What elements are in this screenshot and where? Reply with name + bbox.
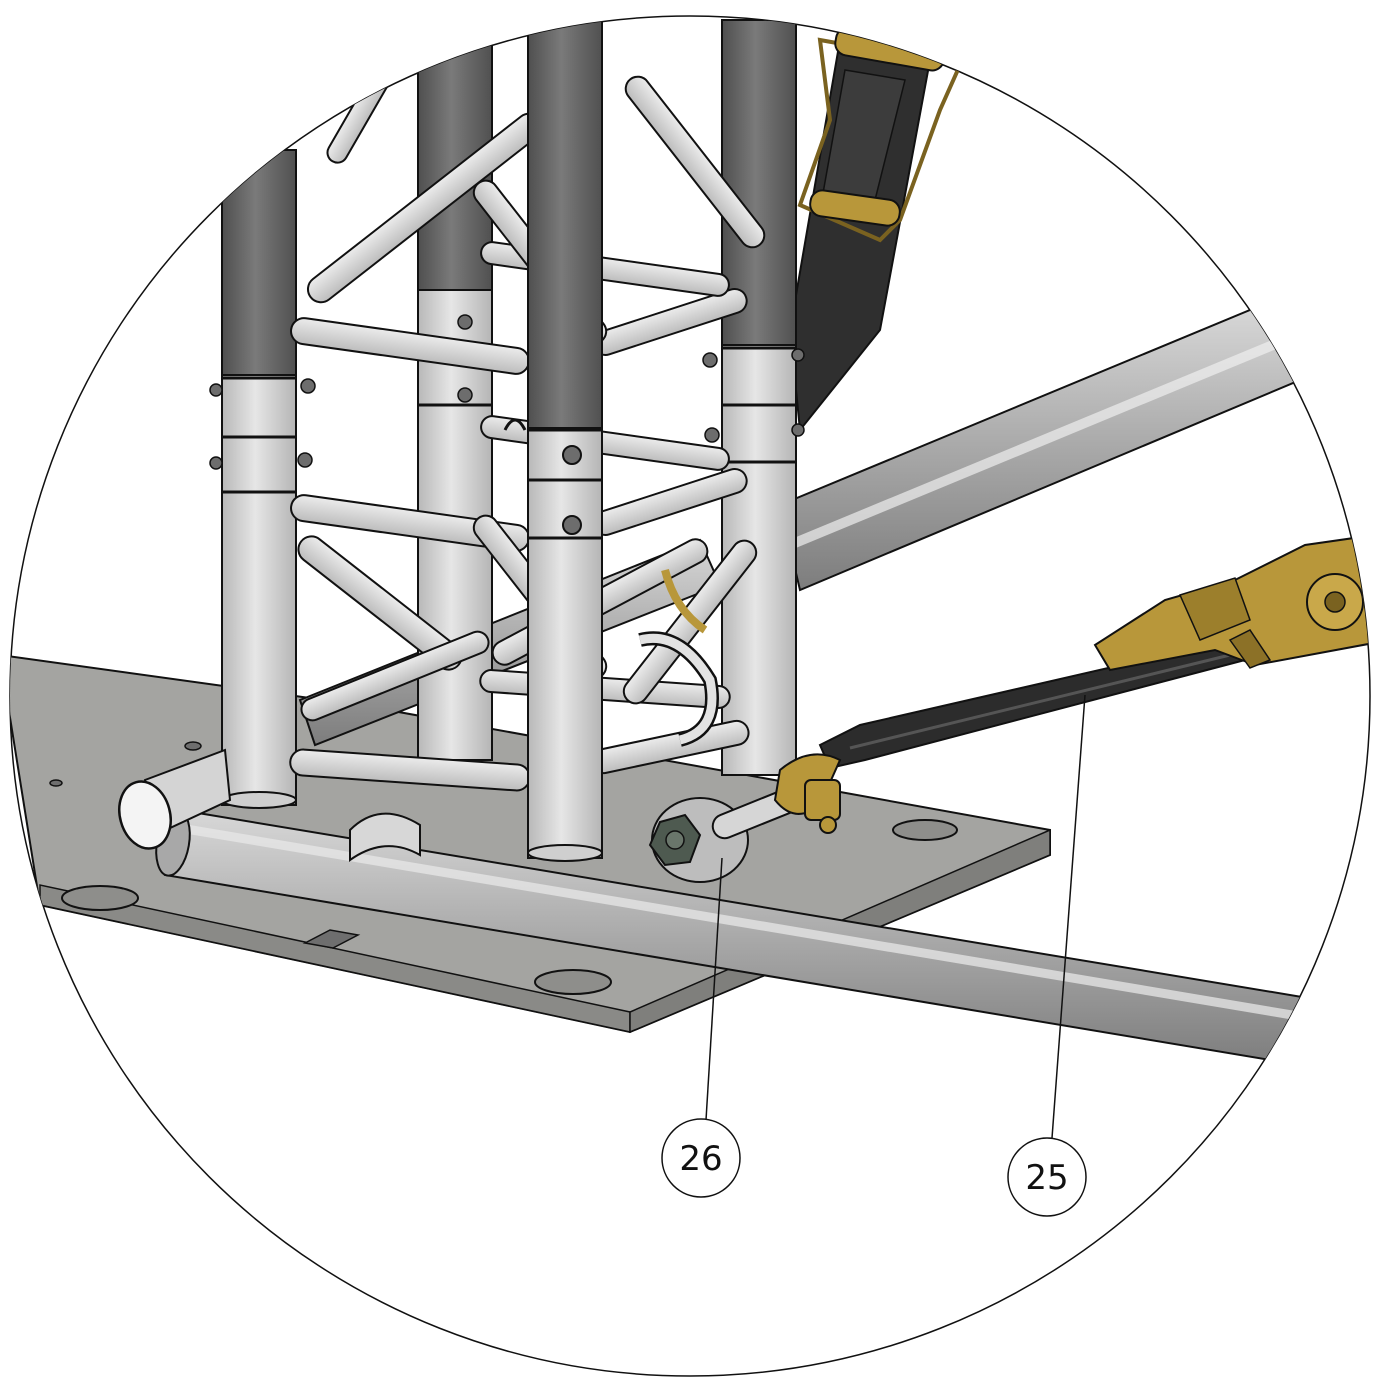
bolt-head — [791, 423, 805, 437]
callout-26: 26 — [661, 1118, 741, 1198]
bolt-head — [702, 352, 718, 368]
callout-26-label: 26 — [679, 1139, 722, 1179]
bolt-head — [704, 427, 720, 443]
callout-25-label: 25 — [1025, 1158, 1068, 1198]
leader-line-25 — [1051, 694, 1086, 1139]
bolt-head — [562, 515, 582, 535]
plate-hole — [61, 885, 139, 911]
plate-hole — [892, 819, 958, 841]
ratchet-strap-upper — [788, 26, 963, 433]
pipe-clamp — [349, 812, 421, 862]
ratchet-buckle-lower — [1093, 533, 1370, 672]
bolt-head — [209, 456, 223, 470]
shackle — [638, 568, 719, 747]
bolt-head — [297, 452, 313, 468]
leader-line-26 — [705, 857, 723, 1121]
plate-hole — [49, 779, 63, 787]
bolt-head — [209, 383, 223, 397]
detail-artwork — [10, 19, 1370, 1067]
bolt-head — [562, 445, 582, 465]
truss-leg-front-right — [527, 19, 603, 862]
plate-slot — [302, 929, 361, 949]
ground-pipe-left — [118, 748, 232, 850]
bolt-head — [791, 348, 805, 362]
callout-25: 25 — [1007, 1137, 1087, 1217]
spigot-pins — [457, 314, 527, 431]
ratchet-buckle-upper — [797, 37, 963, 243]
plate-hole — [184, 741, 202, 751]
plate-hole — [534, 969, 612, 995]
bolt-head — [300, 378, 316, 394]
